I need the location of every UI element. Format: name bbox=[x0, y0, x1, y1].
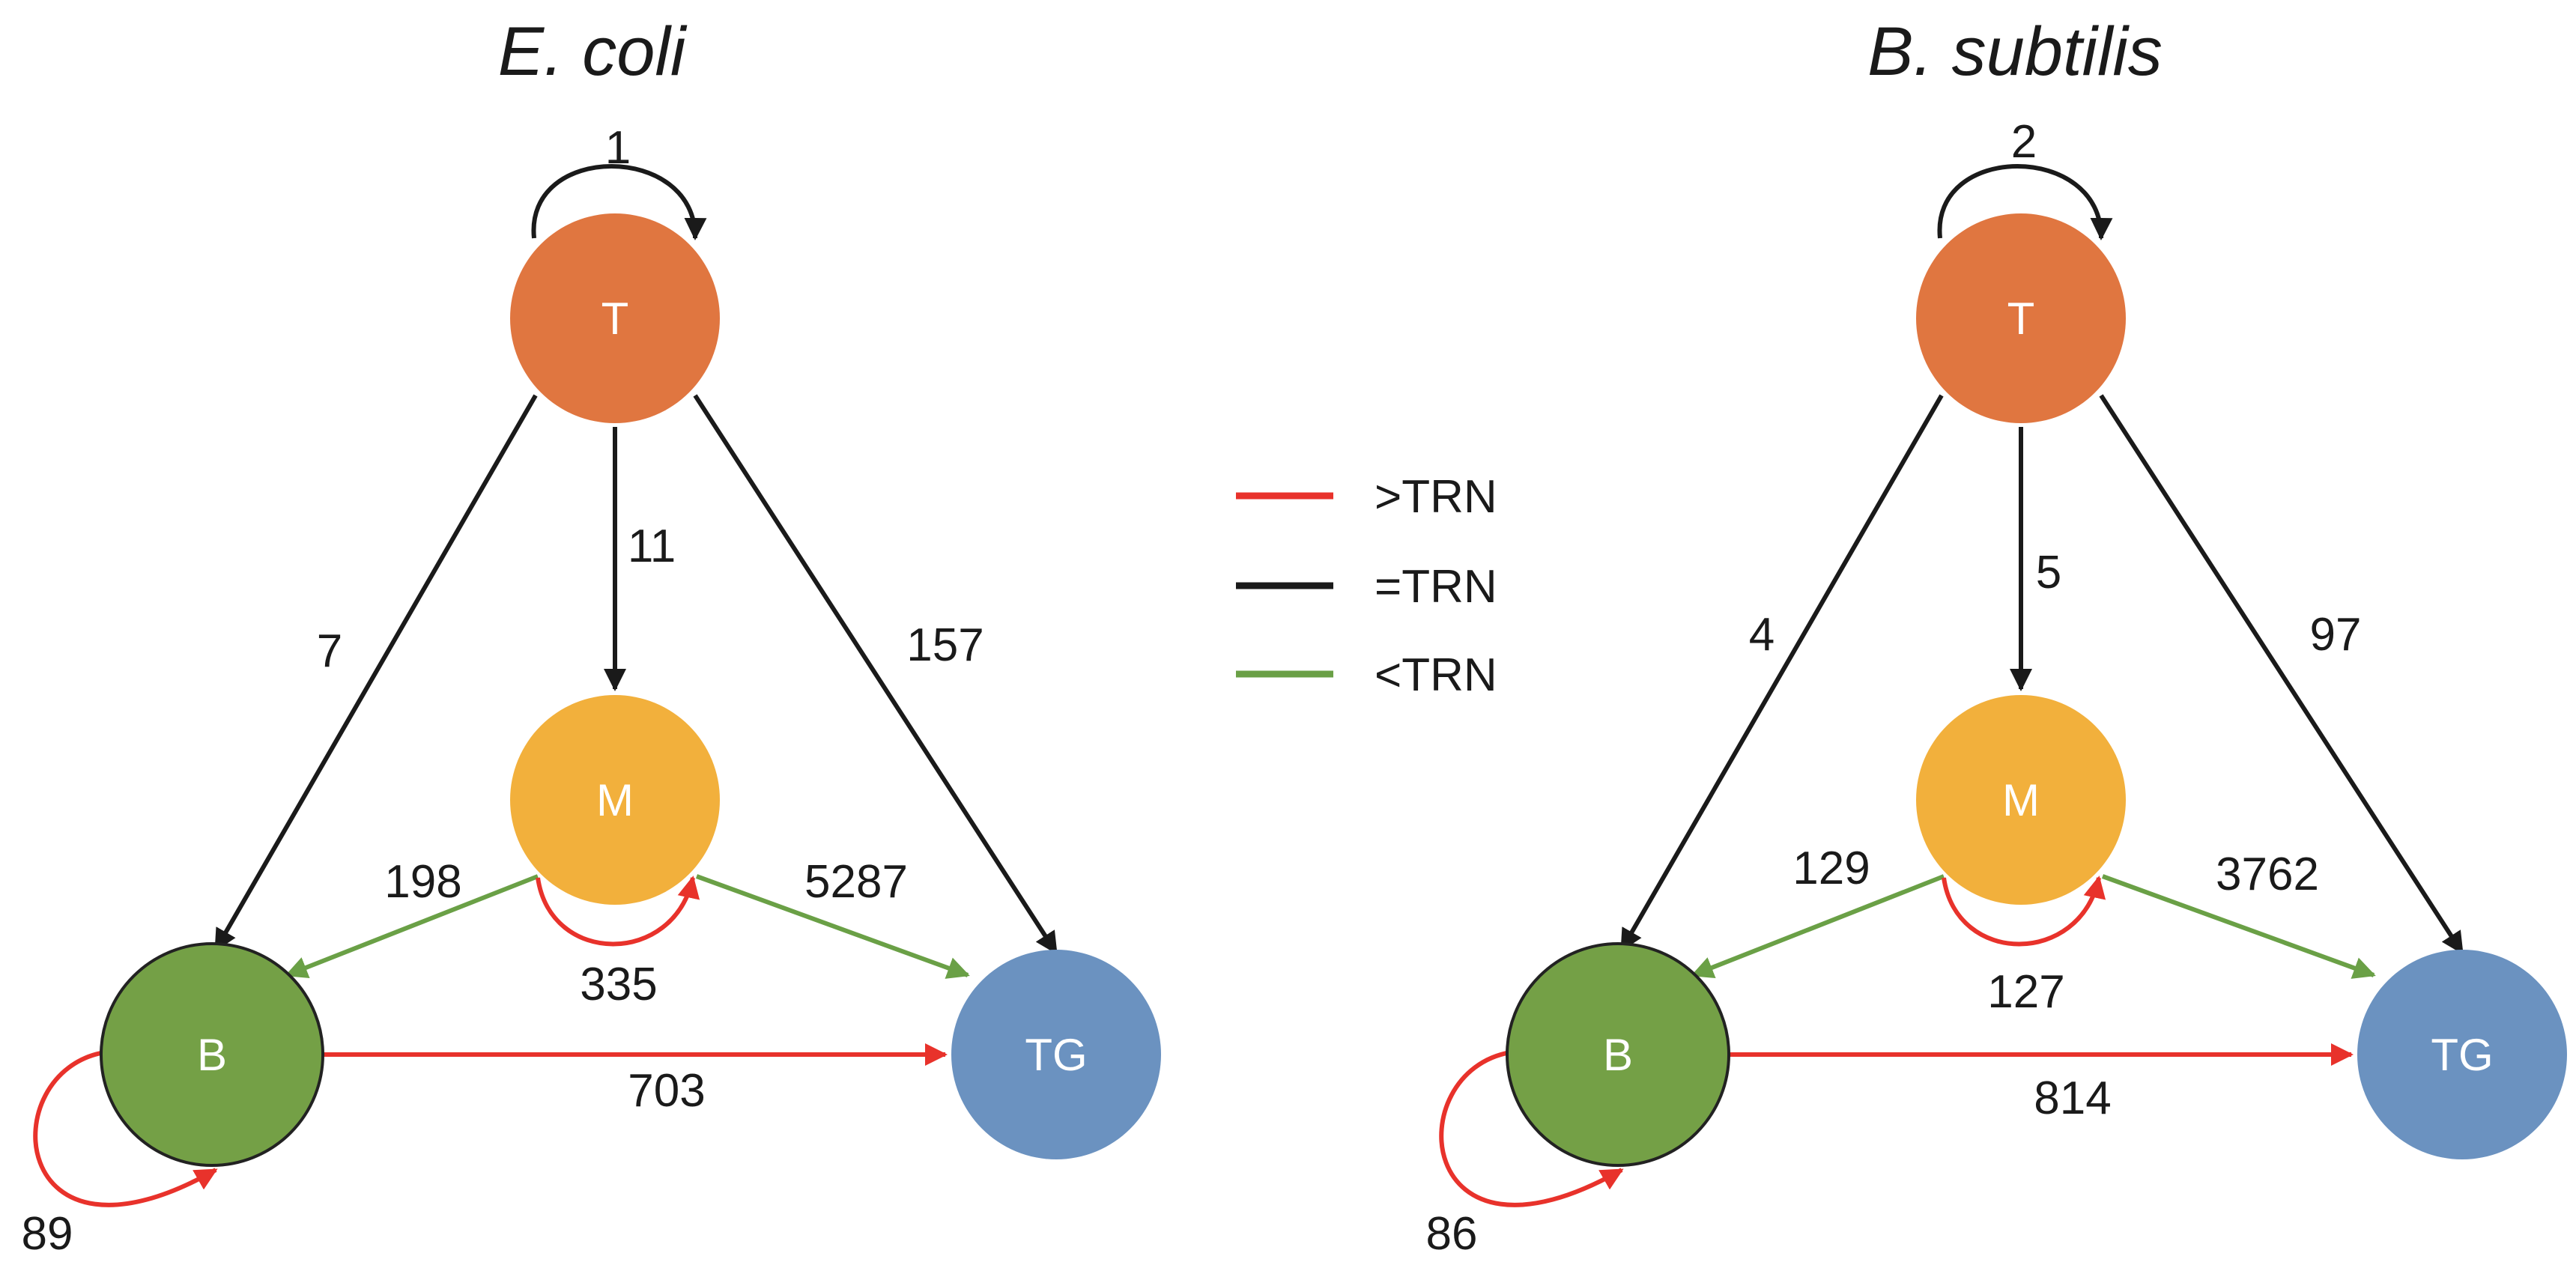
panel-bsubtilis: B. subtilis T M B TG 2 5 4 97 bbox=[1426, 13, 2567, 1260]
edge-m-to-b bbox=[1691, 874, 1945, 979]
edge-m-self bbox=[1942, 876, 2106, 947]
edge-label-m-b: 198 bbox=[384, 856, 461, 908]
legend-label-equal: =TRN bbox=[1375, 561, 1497, 613]
legend-label-less: <TRN bbox=[1375, 649, 1497, 701]
node-t: T bbox=[1916, 213, 2126, 423]
panel-title: E. coli bbox=[498, 13, 688, 90]
edge-label-b-self: 86 bbox=[1426, 1208, 1478, 1260]
panel-ecoli: E. coli T M B TG 1 11 7 157 bbox=[22, 13, 1161, 1260]
panel-title: B. subtilis bbox=[1867, 13, 2163, 90]
edge-b-self bbox=[33, 1050, 218, 1207]
edge-label-m-tg: 3762 bbox=[2216, 849, 2319, 900]
edge-label-t-tg: 97 bbox=[2310, 609, 2362, 661]
edge-label-t-b: 7 bbox=[317, 625, 342, 677]
edge-t-to-b bbox=[213, 394, 538, 952]
edge-m-to-b bbox=[285, 874, 539, 979]
node-b-label: B bbox=[1603, 1030, 1633, 1080]
node-b-label: B bbox=[197, 1030, 227, 1080]
legend-label-more: >TRN bbox=[1375, 471, 1497, 523]
edge-b-self bbox=[1439, 1050, 1624, 1207]
edge-label-b-self: 89 bbox=[22, 1208, 73, 1260]
edge-label-m-tg: 5287 bbox=[804, 856, 908, 908]
edge-label-m-self: 127 bbox=[1987, 966, 2064, 1018]
edge-t-to-b bbox=[1619, 394, 1944, 952]
edge-label-b-tg: 814 bbox=[2034, 1073, 2111, 1124]
edge-label-t-self: 2 bbox=[2011, 116, 2037, 168]
edge-label-t-m: 11 bbox=[628, 521, 676, 572]
legend: >TRN =TRN <TRN bbox=[1236, 471, 1497, 701]
node-t-label: T bbox=[2007, 294, 2035, 344]
node-m-label: M bbox=[596, 775, 634, 825]
legend-item-less: <TRN bbox=[1236, 649, 1497, 701]
edge-label-m-b: 129 bbox=[1792, 843, 1870, 894]
edge-t-to-tg bbox=[693, 394, 1058, 955]
legend-item-equal: =TRN bbox=[1236, 561, 1497, 613]
node-t: T bbox=[510, 213, 720, 423]
node-b: B bbox=[100, 942, 324, 1167]
edge-t-self bbox=[1937, 164, 2113, 240]
legend-item-more: >TRN bbox=[1236, 471, 1497, 523]
edge-label-b-tg: 703 bbox=[628, 1065, 705, 1117]
node-t-label: T bbox=[601, 294, 629, 344]
edge-label-t-b: 4 bbox=[1749, 609, 1775, 661]
edge-t-to-tg bbox=[2099, 394, 2464, 955]
node-tg: TG bbox=[951, 950, 1161, 1159]
node-m: M bbox=[1916, 695, 2126, 905]
edge-m-to-tg bbox=[695, 874, 970, 979]
edge-t-self bbox=[531, 164, 707, 240]
edge-m-self bbox=[536, 876, 700, 947]
node-m-label: M bbox=[2002, 775, 2040, 825]
node-tg: TG bbox=[2357, 950, 2567, 1159]
edge-label-t-m: 5 bbox=[2036, 547, 2061, 598]
node-b: B bbox=[1506, 942, 1730, 1167]
edge-label-t-tg: 157 bbox=[906, 619, 984, 671]
node-tg-label: TG bbox=[2431, 1030, 2493, 1080]
edge-m-to-tg bbox=[2101, 874, 2376, 979]
node-tg-label: TG bbox=[1025, 1030, 1087, 1080]
edge-label-m-self: 335 bbox=[580, 959, 657, 1010]
node-m: M bbox=[510, 695, 720, 905]
edge-label-t-self: 1 bbox=[605, 122, 631, 174]
